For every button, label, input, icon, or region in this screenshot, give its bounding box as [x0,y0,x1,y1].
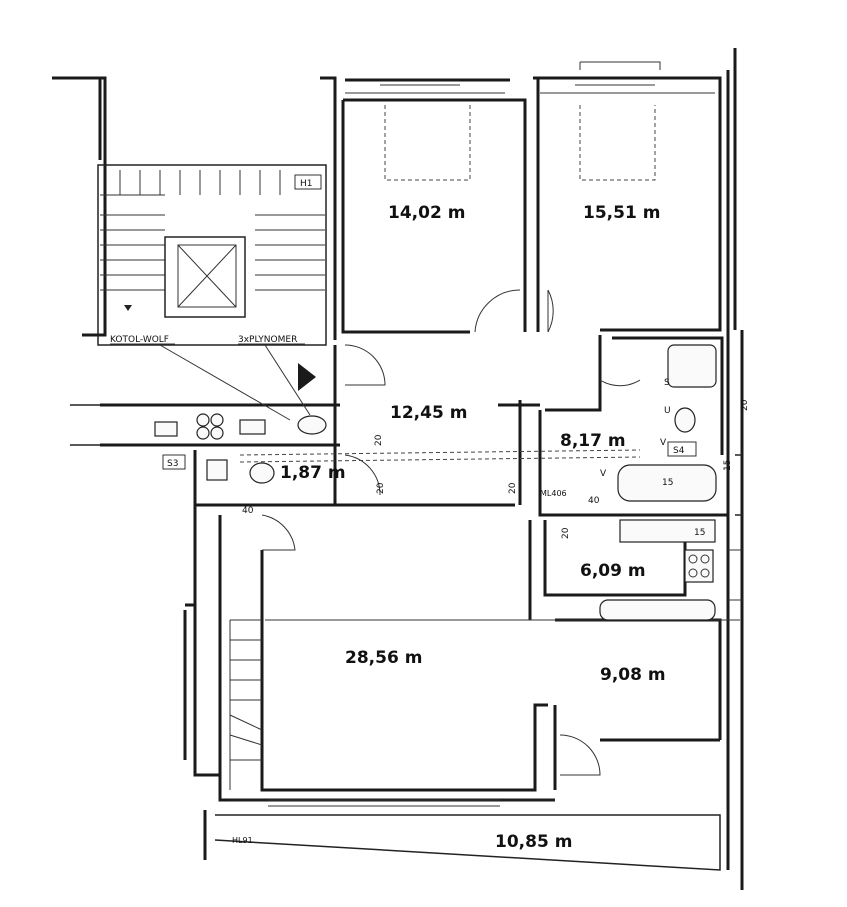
windows [268,61,742,807]
room-area-bathroom: 8,17 m [560,431,626,451]
boiler-icon [297,415,327,435]
staircase [100,170,325,318]
bed-outlines [384,105,656,181]
room-area-living: 28,56 m [345,648,422,668]
arrow-marker-icon [298,363,316,391]
gas-meter-label: 3xPLYNOMER [238,335,297,345]
room-area-small-room: 9,08 m [600,665,666,685]
living-stair [229,619,740,790]
room-area-bedroom-2: 15,51 m [583,203,660,223]
annotations: KOTOL-WOLF 3xPLYNOMER H1 S3 S4 ML406 HL9… [110,174,697,845]
room-area-wc: 1,87 m [280,463,346,483]
dimension: 20 [374,434,384,446]
fixtures [154,344,717,621]
stove-icon [684,549,714,583]
dimension: 40 [588,496,600,506]
sink-icon [674,407,696,433]
fixture-mark: V [600,469,607,479]
kitchen-counter [619,519,716,543]
dimension: 15 [694,528,705,538]
room-area-terrace: 10,85 m [495,832,572,852]
bathtub-icon [617,464,717,502]
dimension: 15 [723,460,733,471]
walls [52,48,744,890]
ml406-label: ML406 [540,489,567,498]
dimension: 20 [376,482,386,494]
fixture-mark: S [664,378,670,388]
dimension: 40 [242,506,254,516]
radiator-icon [599,599,716,621]
room-labels: 14,02 m 15,51 m 12,45 m 8,17 m 1,87 m 6,… [280,203,666,852]
fixture-mark: U [664,406,671,416]
pipes [239,449,641,463]
down-arrow-icon [124,305,132,311]
dimension: 20 [508,482,518,494]
doors [261,289,641,776]
s4-label: S4 [673,446,685,456]
room-area-kitchen: 6,09 m [580,561,646,581]
boiler-label: KOTOL-WOLF [110,335,169,345]
dimension: 20 [561,527,571,539]
room-area-hall: 12,45 m [390,403,467,423]
dimension: 20 [740,399,750,411]
fixture-mark: V [660,438,667,448]
toilet-icon [249,462,275,484]
hl91-label: HL91 [232,836,253,845]
room-area-bedroom-1: 14,02 m [388,203,465,223]
shower-icon [667,344,717,388]
dimension-labels: 20 20 20 40 40 15 15 20 15 20 [242,399,750,539]
h1-label: H1 [300,179,313,189]
plumbing-icon [206,459,228,481]
dimension: 15 [662,478,673,488]
fixture-marks: S U V V [600,378,671,479]
s3-label: S3 [167,459,178,469]
